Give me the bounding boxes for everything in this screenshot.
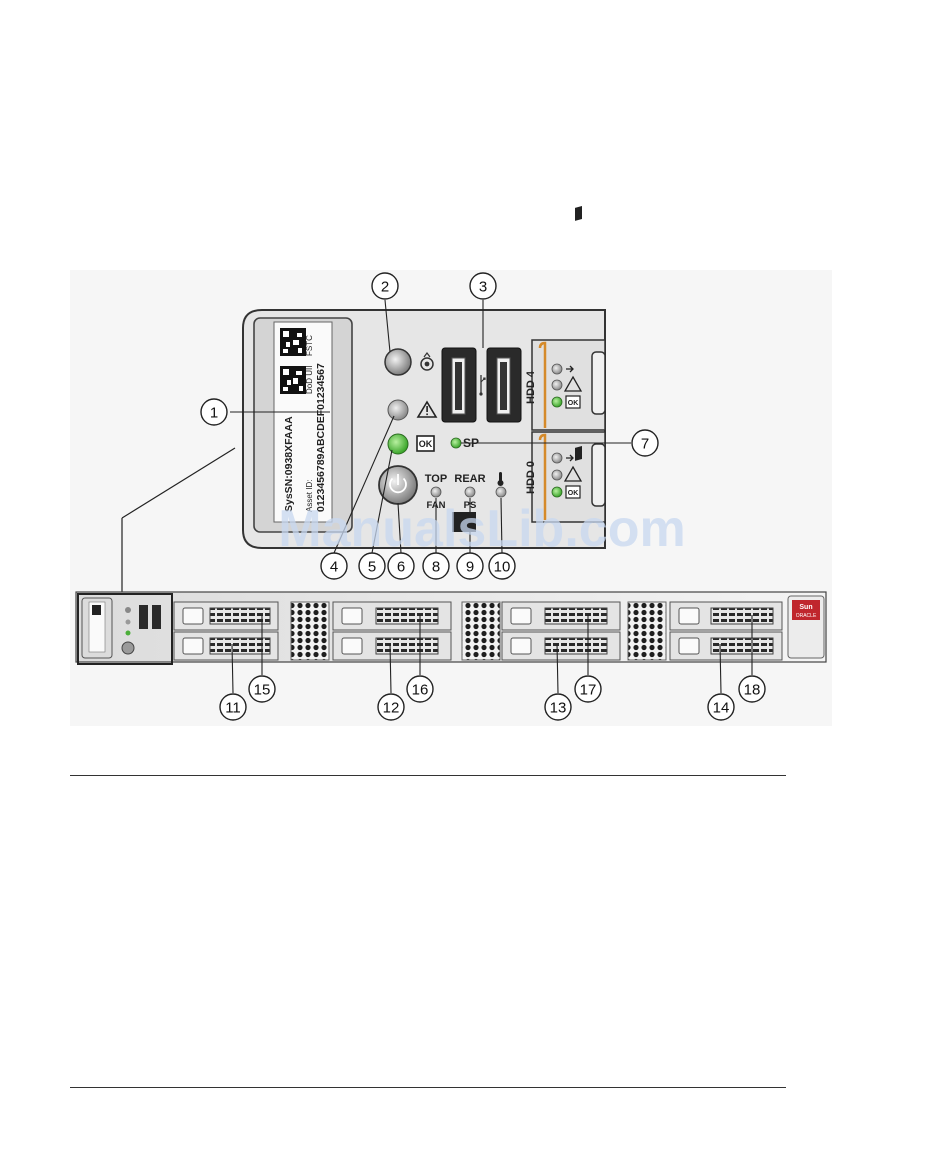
label-syssn: SysSN:0938XFAAA	[283, 416, 295, 512]
qr-code-bottom	[280, 366, 306, 394]
callout-number-16: 16	[412, 682, 429, 699]
callout-number-3: 3	[479, 279, 487, 296]
hdd-upper-label: HDD 4	[525, 370, 537, 404]
hdd4-ready-remove-led	[552, 364, 562, 374]
callout-number-17: 17	[580, 682, 597, 699]
callout-number-6: 6	[397, 559, 405, 576]
rear-ps-fault-led	[465, 487, 475, 497]
callout-number-7: 7	[641, 436, 649, 453]
watermark: ManualsLib.com	[278, 500, 685, 558]
hdd0-ok-led	[552, 487, 562, 497]
usb-port-2[interactable]	[487, 348, 521, 422]
label-dod-uii: DoD UII	[305, 366, 314, 394]
power-ok-led	[388, 434, 408, 454]
callout-number-8: 8	[432, 559, 440, 576]
label-asset-id: 0123456789ABCDEF01234567	[315, 363, 327, 512]
callout-number-13: 13	[550, 700, 567, 717]
callout-number-11: 11	[225, 700, 241, 717]
vent-1	[291, 602, 329, 660]
hdd0-ok-text: OK	[568, 490, 579, 497]
vent-2	[462, 602, 500, 660]
top-rule	[70, 775, 786, 776]
server-front-view: Sun ORACLE	[76, 592, 826, 664]
callout-number-15: 15	[254, 682, 271, 699]
hdd4-ok-text: OK	[568, 400, 579, 407]
top-fan-fault-led	[431, 487, 441, 497]
callout-number-10: 10	[494, 559, 511, 576]
callout-number-12: 12	[383, 700, 400, 717]
callout-number-9: 9	[466, 559, 474, 576]
label-fstc: FSTC	[305, 335, 314, 356]
rear-label: REAR	[454, 473, 485, 485]
sp-ok-led	[451, 438, 461, 448]
overtemp-fault-led	[496, 487, 506, 497]
callout-number-18: 18	[744, 682, 761, 699]
callout-number-5: 5	[368, 559, 376, 576]
callout-number-14: 14	[713, 700, 730, 717]
hdd0-ready-remove-led	[552, 453, 562, 463]
hdd-lower-label: HDD 0	[525, 461, 537, 494]
top-label: TOP	[425, 473, 447, 485]
service-required-led	[388, 400, 408, 420]
bottom-rule	[70, 1087, 786, 1088]
callout-number-4: 4	[330, 559, 338, 576]
callout-number-1: 1	[210, 405, 218, 422]
ok-badge-text: OK	[419, 439, 433, 449]
zoomed-panel-detail: FSTC DoD UII SysSN:0938XFAAA Asset ID: 0…	[243, 206, 605, 548]
hdd4-fault-led	[552, 380, 562, 390]
callout-number-2: 2	[381, 279, 389, 296]
hdd0-fault-led	[552, 470, 562, 480]
brand-oracle: ORACLE	[796, 613, 817, 619]
vent-3	[628, 602, 666, 660]
brand-sun: Sun	[799, 604, 812, 611]
locator-button[interactable]	[385, 349, 411, 375]
usb-port-1[interactable]	[442, 348, 476, 422]
hdd4-ok-led	[552, 397, 562, 407]
qr-code-top	[280, 328, 306, 356]
